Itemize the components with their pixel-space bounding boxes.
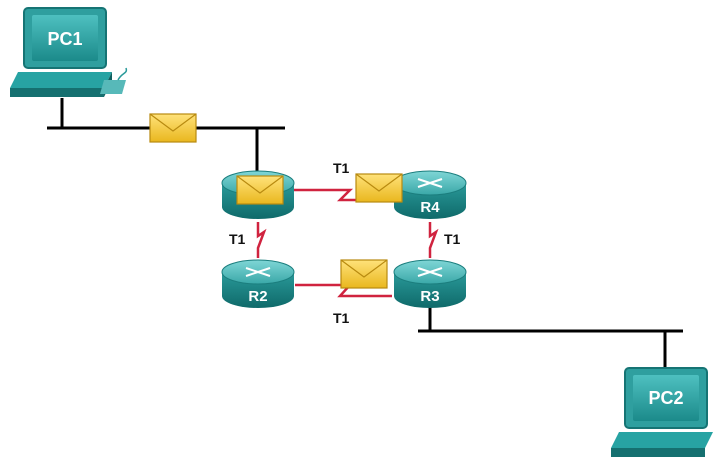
pc1-computer-icon[interactable]: PC1: [10, 7, 128, 97]
router-r2-label: R2: [248, 288, 267, 305]
serial-link-r4-r3: [428, 222, 439, 258]
router-r3-icon[interactable]: R3: [393, 259, 467, 308]
link-label-r2-r3: T1: [333, 310, 350, 326]
pc2-computer-icon[interactable]: PC2: [611, 367, 713, 457]
router-r3-label: R3: [420, 288, 439, 305]
pc1-label: PC1: [47, 29, 82, 49]
envelope-icon-r1: [236, 175, 284, 205]
envelope-icon-r1-r4-link: [355, 173, 403, 203]
link-label-r1-r2: T1: [229, 231, 246, 247]
router-r2-icon[interactable]: R2: [221, 259, 295, 308]
router-r4-label: R4: [420, 199, 440, 216]
envelope-icon-ethernet: [149, 113, 197, 143]
pc2-label: PC2: [648, 388, 683, 408]
router-r4-icon[interactable]: R4: [393, 170, 467, 219]
serial-link-r2-r3: [295, 283, 392, 298]
link-label-r4-r3: T1: [444, 231, 461, 247]
link-label-r1-r4: T1: [333, 160, 350, 176]
serial-link-r1-r2: [256, 222, 267, 258]
envelope-icon-r2-r3-link: [340, 259, 388, 289]
ethernet-segment-bottom: [418, 305, 683, 368]
